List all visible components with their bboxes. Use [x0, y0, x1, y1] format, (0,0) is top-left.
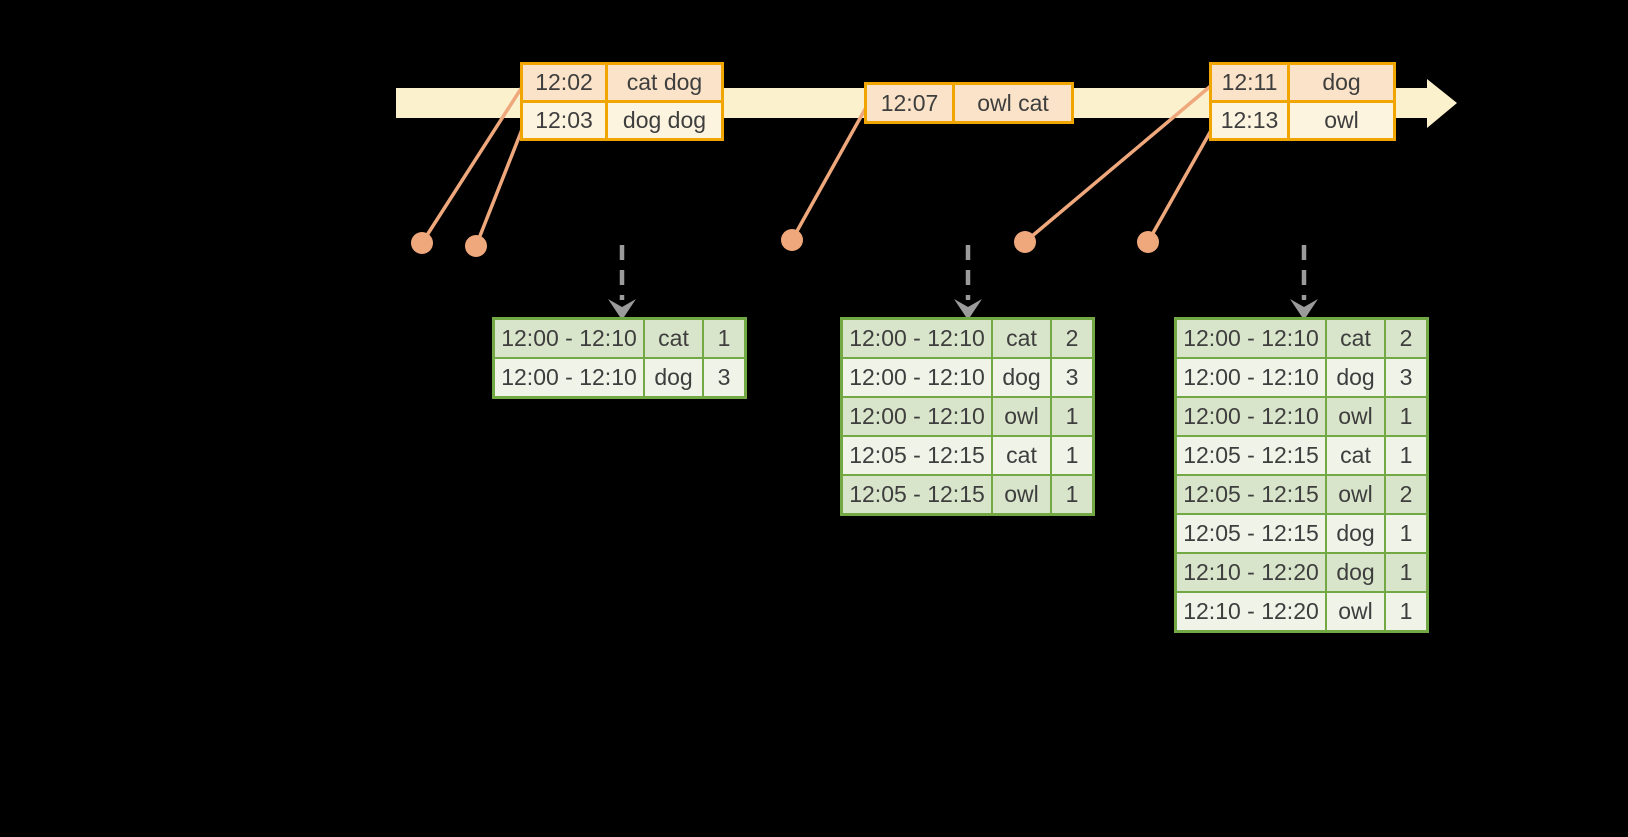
cell-words: dog dog — [608, 103, 721, 138]
cell-word: dog — [993, 359, 1050, 396]
cell-count: 1 — [1052, 437, 1092, 474]
connector-line — [1023, 82, 1215, 244]
cell-word: cat — [993, 437, 1050, 474]
cell-words: owl — [1290, 103, 1393, 138]
cell-window: 12:00 - 12:10 — [843, 320, 991, 357]
cell-count: 3 — [1052, 359, 1092, 396]
cell-count: 1 — [1386, 554, 1426, 591]
cell-words: dog — [1290, 65, 1393, 100]
cell-window: 12:00 - 12:10 — [843, 359, 991, 396]
cell-count: 1 — [1386, 593, 1426, 630]
cell-window: 12:05 - 12:15 — [843, 437, 991, 474]
cell-window: 12:05 - 12:15 — [1177, 437, 1325, 474]
down-arrowhead-icon — [1290, 299, 1318, 320]
cell-count: 2 — [1386, 320, 1426, 357]
event-dot — [411, 232, 433, 254]
cell-word: cat — [1327, 437, 1384, 474]
cell-window: 12:00 - 12:10 — [1177, 398, 1325, 435]
cell-count: 2 — [1386, 476, 1426, 513]
event-dots — [411, 229, 1159, 257]
cell-count: 3 — [704, 359, 744, 396]
cell-count: 1 — [1386, 515, 1426, 552]
cell-count: 2 — [1052, 320, 1092, 357]
cell-word: owl — [1327, 398, 1384, 435]
event-dot — [781, 229, 803, 251]
event-connector-lines — [420, 82, 1215, 247]
cell-word: owl — [993, 398, 1050, 435]
cell-count: 1 — [1052, 476, 1092, 513]
connector-line — [420, 83, 526, 244]
cell-word: owl — [1327, 593, 1384, 630]
cell-window: 12:00 - 12:10 — [1177, 359, 1325, 396]
cell-words: owl cat — [955, 85, 1071, 121]
cell-window: 12:00 - 12:10 — [495, 359, 643, 396]
cell-count: 1 — [1052, 398, 1092, 435]
cell-window: 12:10 - 12:20 — [1177, 554, 1325, 591]
down-arrowhead-icon — [954, 299, 982, 320]
cell-count: 1 — [1386, 437, 1426, 474]
cell-word: owl — [1327, 476, 1384, 513]
cell-window: 12:05 - 12:15 — [1177, 515, 1325, 552]
timeline-arrowhead-icon — [1427, 79, 1457, 128]
cell-word: cat — [645, 320, 702, 357]
event-dot — [1137, 231, 1159, 253]
cell-word: dog — [1327, 515, 1384, 552]
cell-time: 12:02 — [523, 65, 605, 100]
cell-word: dog — [1327, 359, 1384, 396]
connector-line — [474, 126, 525, 247]
cell-word: cat — [1327, 320, 1384, 357]
cell-window: 12:00 - 12:10 — [495, 320, 643, 357]
cell-word: dog — [645, 359, 702, 396]
cell-count: 1 — [1386, 398, 1426, 435]
cell-time: 12:13 — [1212, 103, 1287, 138]
cell-time: 12:11 — [1212, 65, 1287, 100]
cell-window: 12:00 - 12:10 — [1177, 320, 1325, 357]
event-dot — [465, 235, 487, 257]
event-dot — [1014, 231, 1036, 253]
connector-line — [790, 103, 870, 241]
cell-word: dog — [1327, 554, 1384, 591]
cell-window: 12:00 - 12:10 — [843, 398, 991, 435]
cell-window: 12:10 - 12:20 — [1177, 593, 1325, 630]
cell-count: 3 — [1386, 359, 1426, 396]
cell-word: cat — [993, 320, 1050, 357]
cell-words: cat dog — [608, 65, 721, 100]
cell-count: 1 — [704, 320, 744, 357]
connector-line — [1146, 126, 1215, 243]
cell-time: 12:07 — [867, 85, 952, 121]
cell-word: owl — [993, 476, 1050, 513]
cell-window: 12:05 - 12:15 — [1177, 476, 1325, 513]
trigger-arrows — [608, 245, 1318, 320]
cell-time: 12:03 — [523, 103, 605, 138]
cell-window: 12:05 - 12:15 — [843, 476, 991, 513]
down-arrowhead-icon — [608, 299, 636, 320]
